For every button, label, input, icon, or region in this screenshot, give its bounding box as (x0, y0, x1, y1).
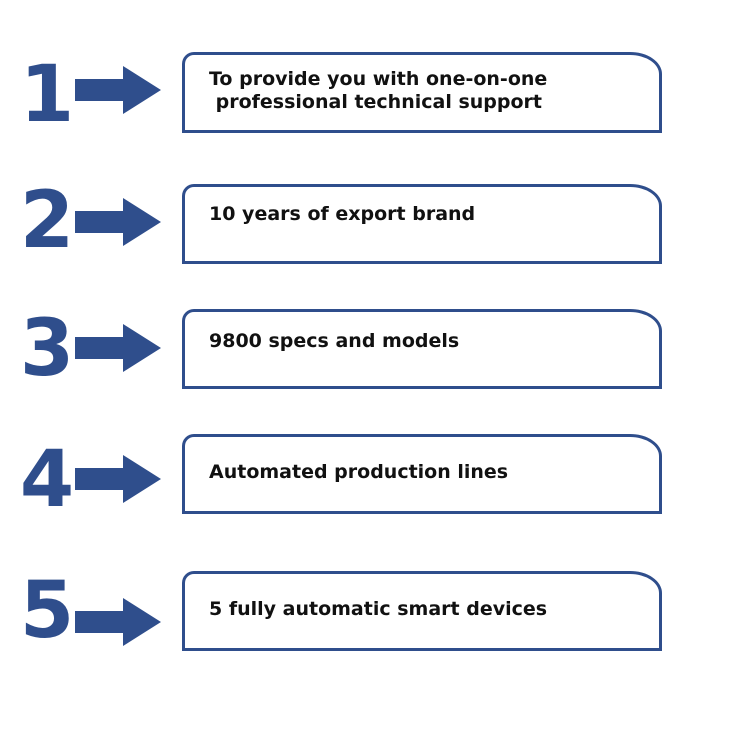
right-arrow-icon (75, 198, 161, 246)
right-arrow-icon (75, 598, 161, 646)
step-number-2: 2 (19, 176, 75, 266)
step-box-5: 5 fully automatic smart devices (182, 571, 662, 651)
step-box-1: To provide you with one-on-one professio… (182, 52, 662, 133)
step-number-3: 3 (19, 304, 75, 394)
right-arrow-icon (75, 324, 161, 372)
step-row-3: 3 9800 specs and models (0, 308, 750, 392)
step-box-2: 10 years of export brand (182, 184, 662, 264)
step-box-3: 9800 specs and models (182, 309, 662, 389)
step-row-4: 4 Automated production lines (0, 433, 750, 525)
step-row-1: 1 To provide you with one-on-one profess… (0, 50, 750, 134)
step-text-2: 10 years of export brand (209, 203, 476, 225)
step-row-2: 2 10 years of export brand (0, 182, 750, 266)
step-text-1: To provide you with one-on-one professio… (209, 68, 548, 113)
step-number-1: 1 (19, 50, 75, 140)
step-text-4: Automated production lines (209, 461, 509, 483)
step-number-5: 5 (19, 566, 75, 656)
step-row-5: 5 5 fully automatic smart devices (0, 568, 750, 652)
step-text-3: 9800 specs and models (209, 330, 460, 352)
step-box-4: Automated production lines (182, 434, 662, 514)
right-arrow-icon (75, 455, 161, 503)
right-arrow-icon (75, 66, 161, 114)
step-text-5: 5 fully automatic smart devices (209, 598, 548, 620)
step-number-4: 4 (19, 435, 75, 525)
